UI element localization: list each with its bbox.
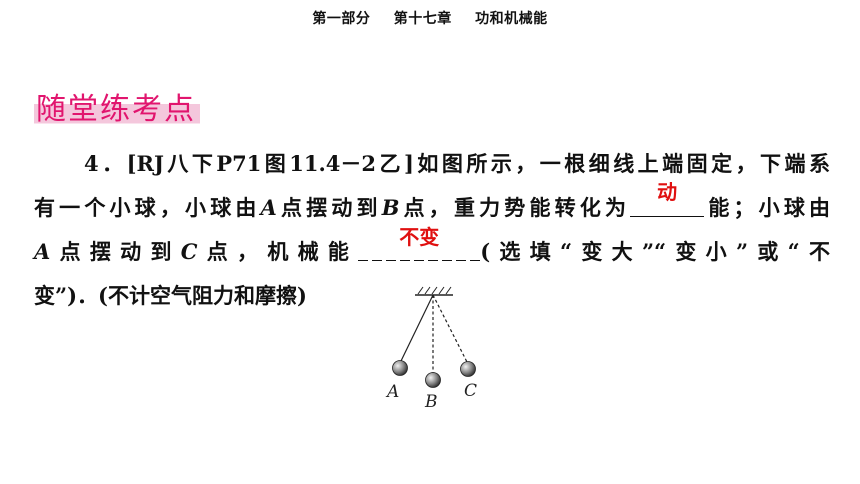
page-header: 第一部分 第十七章 功和机械能 [0,8,860,28]
point-label-a-2: A [34,239,51,264]
ball-b [425,372,441,388]
header-chapter: 第十七章 [393,11,452,27]
figure-label-c: C [464,381,477,401]
question-line-3: A点摆动到C点，机械能 不变 (选填“变大”“变小”或“不 [34,225,830,274]
point-label-b: B [381,195,400,220]
point-label-a: A [260,195,277,220]
answer-1: 动 [657,180,678,204]
answer-2: 不变 [399,225,440,249]
header-part: 第一部分 [312,11,371,27]
string-a [400,294,434,362]
ball-a [392,360,408,376]
question-paragraph: 4．[RJ八下P71图11.4－2乙]如图所示，一根细线上端固定，下端系 有一个… [34,142,830,318]
question-line-1: 4．[RJ八下P71图11.4－2乙]如图所示，一根细线上端固定，下端系 [34,142,830,186]
point-label-c: C [180,239,198,264]
section-title: 随堂练考点 [34,84,200,128]
question-text-3c: (选填“变大”“变小”或“不 [480,239,830,264]
question-text-1: [RJ八下P71图11.4－2乙]如图所示，一根细线上端固定，下端系 [126,151,830,176]
question-text-2d: 能；小球由 [704,195,831,220]
question-text-2a: 有一个小球，小球由 [34,195,261,220]
question-text-4: 变”)．(不计空气阻力和摩擦) [34,283,307,308]
question-text-2c: 点，重力势能转化为 [399,195,631,220]
answer-blank-2: 不变 [358,225,481,261]
pendulum-figure: A B C [385,286,477,412]
question-number: 4． [84,151,127,176]
question-text-3b: 点，机械能 [197,239,359,264]
figure-label-a: A [385,382,399,402]
ball-c [460,361,476,377]
header-chapter-title: 功和机械能 [475,11,548,27]
figure-label-b: B [424,392,438,412]
string-c [432,294,468,363]
question-line-4: 变”)．(不计空气阻力和摩擦) [34,274,830,318]
ceiling-support [415,286,453,296]
question-text-3a: 点摆动到 [50,239,181,264]
answer-blank-1: 动 [630,180,705,217]
question-line-2: 有一个小球，小球由A点摆动到B点，重力势能转化为 动能；小球由 [34,180,831,230]
question-text-2b: 点摆动到 [276,195,382,220]
